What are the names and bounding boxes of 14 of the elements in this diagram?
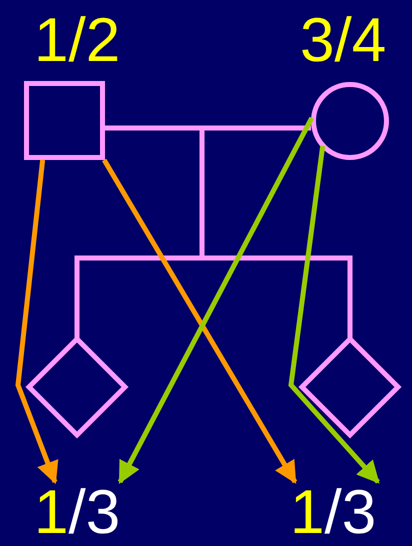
genotype-label: 1/3 bbox=[34, 482, 134, 544]
pedigree-line bbox=[105, 126, 202, 130]
pedigree-line bbox=[202, 256, 352, 339]
pedigree-line bbox=[74, 256, 202, 339]
arrow bbox=[118, 116, 314, 484]
genotype-label: 1/3 bbox=[290, 482, 390, 544]
genotype-label: 1/2 bbox=[34, 10, 120, 72]
arrow bbox=[15, 160, 58, 484]
arrow bbox=[288, 146, 380, 484]
pedigree-line bbox=[202, 126, 311, 130]
unknown-sex-diamond bbox=[25, 335, 129, 439]
arrow bbox=[102, 158, 298, 484]
genotype-label: 3/4 bbox=[300, 10, 386, 72]
unknown-sex-diamond bbox=[298, 335, 402, 439]
